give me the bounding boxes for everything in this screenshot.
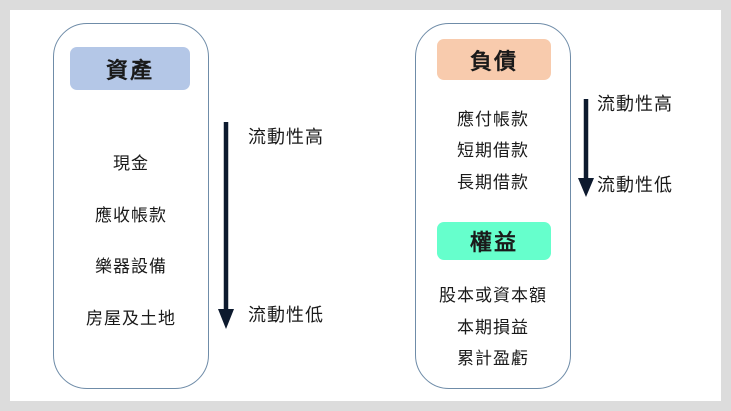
left-liquidity-arrow — [218, 122, 234, 329]
equity-item-retained: 累計盈虧 — [457, 349, 529, 369]
asset-item-equipment: 樂器設備 — [95, 257, 167, 277]
liabilities-header-text: 負債 — [469, 49, 518, 75]
liabilities-header: 負債 — [437, 39, 551, 80]
right-liquidity-high-label: 流動性高 — [597, 94, 673, 115]
equity-item-capital: 股本或資本額 — [439, 286, 547, 306]
equity-header: 權益 — [437, 222, 551, 260]
liability-item-long-loans: 長期借款 — [457, 173, 529, 193]
right-liquidity-low-label: 流動性低 — [597, 175, 673, 196]
equity-item-period-income: 本期損益 — [457, 318, 529, 338]
left-liquidity-low-label: 流動性低 — [248, 305, 324, 326]
asset-item-property: 房屋及土地 — [86, 309, 176, 329]
liability-item-short-loans: 短期借款 — [457, 141, 529, 161]
diagram-slide: 資產 現金 應收帳款 樂器設備 房屋及土地 流動性高 流動性低 負債 應付帳款 … — [10, 10, 721, 401]
asset-item-receivables: 應收帳款 — [95, 206, 167, 226]
left-liquidity-high-label: 流動性高 — [248, 127, 324, 148]
assets-header-text: 資產 — [105, 58, 154, 84]
liability-item-payables: 應付帳款 — [457, 110, 529, 130]
liabilities-equity-panel: 負債 應付帳款 短期借款 長期借款 權益 股本或資本額 本期損益 累計盈虧 — [415, 23, 571, 389]
right-liquidity-arrow — [578, 99, 594, 197]
asset-item-cash: 現金 — [113, 154, 149, 174]
left-arrow-head — [218, 309, 234, 329]
right-arrow-head — [578, 178, 594, 197]
assets-panel: 資產 現金 應收帳款 樂器設備 房屋及土地 — [53, 23, 209, 389]
equity-header-text: 權益 — [469, 231, 518, 256]
assets-header: 資產 — [70, 47, 190, 90]
